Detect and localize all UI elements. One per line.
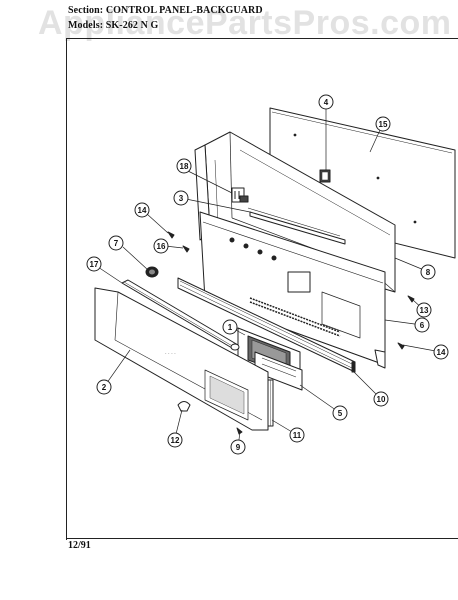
svg-text:13: 13 xyxy=(420,306,429,315)
callout-5: 5 xyxy=(332,405,348,421)
part-7-connector xyxy=(145,266,159,278)
svg-text:4: 4 xyxy=(324,98,329,107)
svg-text:7: 7 xyxy=(114,239,119,248)
svg-text:17: 17 xyxy=(90,260,99,269)
callout-16: 16 xyxy=(153,238,169,254)
svg-text:1: 1 xyxy=(228,323,233,332)
part-17-rod xyxy=(121,279,240,351)
callout-13: 13 xyxy=(416,302,432,318)
svg-text:5: 5 xyxy=(338,409,343,418)
part-3-trim-strip xyxy=(247,207,346,245)
svg-text:10: 10 xyxy=(377,395,386,404)
callout-14-right: 14 xyxy=(433,344,449,360)
part-6-control-panel xyxy=(199,211,386,369)
callout-4: 4 xyxy=(318,94,334,110)
part-18-bracket xyxy=(231,187,249,203)
callout-12: 12 xyxy=(167,432,183,448)
callout-7: 7 xyxy=(108,235,124,251)
models-value: SK-262 N G xyxy=(105,20,159,31)
section-title: CONTROL PANEL-BACKGUARD xyxy=(105,5,263,16)
callout-6: 6 xyxy=(414,317,430,333)
svg-text:3: 3 xyxy=(179,194,184,203)
callout-17: 17 xyxy=(86,256,102,272)
part-screws xyxy=(167,231,415,435)
callouts: 1 2 3 4 5 6 7 8 9 10 11 12 13 14 14 15 1… xyxy=(86,94,449,455)
part-2-front-panel: · · · · xyxy=(94,287,269,431)
callout-15: 15 xyxy=(375,116,391,132)
svg-text:2: 2 xyxy=(102,383,107,392)
part-11-vertical-rod xyxy=(267,379,274,427)
models-heading: Models: SK-262 N G xyxy=(68,20,158,31)
callout-14-top: 14 xyxy=(134,202,150,218)
svg-text:6: 6 xyxy=(420,321,425,330)
callout-2: 2 xyxy=(96,379,112,395)
svg-text:16: 16 xyxy=(157,242,166,251)
diagram-frame-bottom xyxy=(66,538,458,539)
part-4-switch xyxy=(319,110,331,183)
svg-text:14: 14 xyxy=(437,348,446,357)
svg-text:15: 15 xyxy=(379,120,388,129)
date-code: 12/91 xyxy=(68,540,91,551)
callout-18: 18 xyxy=(176,158,192,174)
models-label: Models: xyxy=(68,20,104,31)
diagram-frame xyxy=(66,38,458,540)
svg-text:8: 8 xyxy=(426,268,431,277)
part-10-long-strip xyxy=(177,277,356,373)
callout-11: 11 xyxy=(289,427,305,443)
svg-text:14: 14 xyxy=(138,206,147,215)
callout-1: 1 xyxy=(222,319,238,335)
callout-9: 9 xyxy=(230,439,246,455)
part-12-clip xyxy=(177,401,191,412)
svg-text:18: 18 xyxy=(180,162,189,171)
callout-3: 3 xyxy=(173,190,189,206)
callout-8: 8 xyxy=(420,264,436,280)
callout-10: 10 xyxy=(373,391,389,407)
svg-text:12: 12 xyxy=(171,436,180,445)
section-heading: Section: CONTROL PANEL-BACKGUARD xyxy=(68,5,263,16)
svg-text:9: 9 xyxy=(236,443,241,452)
section-label: Section: xyxy=(68,5,104,16)
svg-text:· · · ·: · · · · xyxy=(165,351,176,357)
svg-text:11: 11 xyxy=(293,431,302,440)
